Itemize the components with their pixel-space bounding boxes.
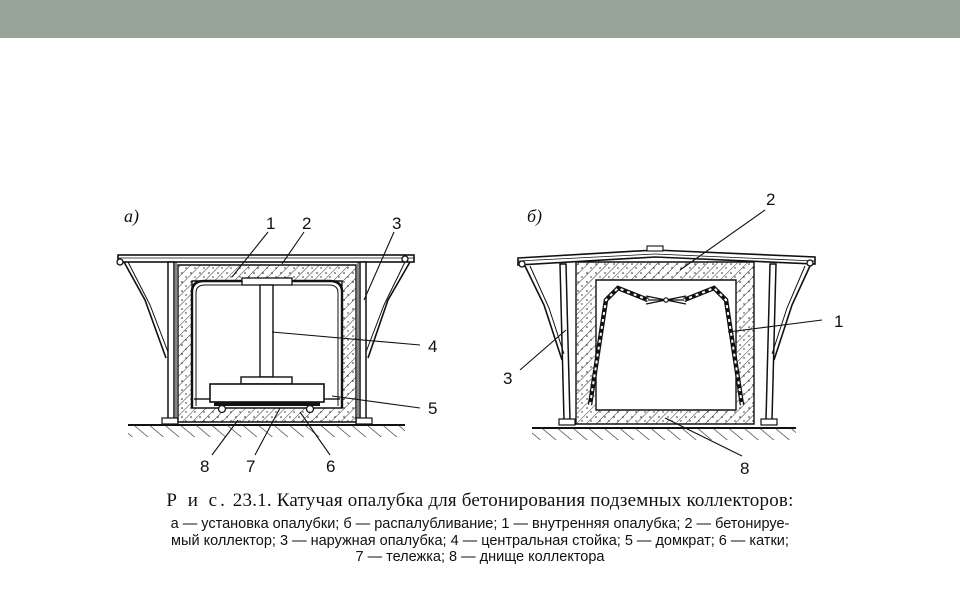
panel-a-callout-8: 8 [200, 457, 209, 476]
panel-b-top-beam [517, 245, 816, 268]
panel-a-outer-formwork [123, 261, 411, 425]
panel-a-top-beam [116, 254, 415, 266]
panel-a-callout-4: 4 [428, 337, 437, 356]
panel-a-callout-5: 5 [428, 399, 437, 418]
panel-b-callout-1: 1 [834, 312, 843, 331]
panel-a-callout-2: 2 [302, 214, 311, 233]
panel-b-letter: б) [527, 206, 542, 227]
panel-b-concrete-collector [575, 261, 755, 425]
caption-legend: а — установка опалубки; б — распалублива… [90, 516, 870, 566]
panel-b-leaders [519, 209, 823, 457]
header-band [0, 0, 960, 38]
panel-b-outer-formwork [524, 263, 811, 426]
panel-b-inner-formwork [587, 285, 745, 406]
caption-prefix: Р и с. [166, 490, 228, 511]
figure-caption: Р и с. 23.1. Катучая опалубка для бетони… [90, 490, 870, 566]
panel-b-callout-3: 3 [503, 369, 512, 388]
caption-title-line: Р и с. 23.1. Катучая опалубка для бетони… [90, 490, 870, 512]
caption-title: Катучая опалубка для бетонирования подзе… [276, 490, 794, 511]
panel-a-letter: а) [124, 206, 139, 227]
panel-a-trolley [194, 376, 340, 406]
panel-b-ground [532, 427, 796, 440]
panel-a-central-post [259, 284, 274, 378]
panel-a-leaders [211, 231, 421, 456]
panel-a-callout-3: 3 [392, 214, 401, 233]
caption-legend-line-3: 7 — тележка; 8 — днище коллектора [355, 549, 605, 566]
caption-number: 23.1. [232, 490, 272, 511]
caption-legend-line-1: а — установка опалубки; б — распалублива… [170, 515, 790, 532]
panel-b-callout-2: 2 [766, 190, 775, 209]
panel-a-callout-6: 6 [326, 457, 335, 476]
panel-b-callout-8: 8 [740, 459, 749, 478]
panel-a-ground [128, 424, 405, 437]
panel-a-rollers [217, 404, 315, 414]
panel-a-callout-1: 1 [266, 214, 275, 233]
caption-legend-line-2: мый коллектор; 3 — наружная опалубка; 4 … [171, 532, 789, 549]
panel-a-callout-7: 7 [246, 457, 255, 476]
panel-a: а) [116, 206, 437, 476]
panel-b: б) [503, 190, 843, 478]
